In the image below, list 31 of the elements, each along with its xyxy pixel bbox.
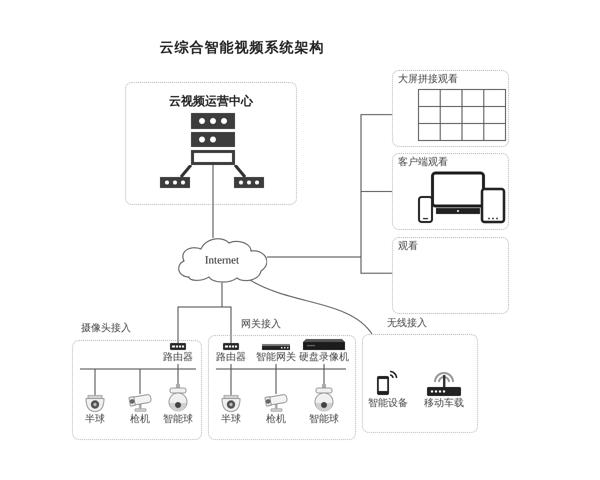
device-label: 智能网关 (256, 352, 296, 364)
panel-heading: 网关接入 (241, 319, 281, 331)
connector-line (230, 364, 232, 396)
device-label: 路由器 (163, 352, 193, 364)
panel-heading: 摄像头接入 (81, 323, 131, 335)
connector-line (212, 164, 214, 238)
group-panel (392, 70, 509, 147)
device-label: 半球 (221, 414, 241, 426)
group-panel (392, 153, 509, 230)
device-label: 硬盘录像机 (299, 352, 349, 364)
device-label: 智能球 (309, 414, 339, 426)
group-panel (392, 237, 509, 314)
device-label: 智能球 (163, 414, 193, 426)
device-label: 枪机 (266, 414, 286, 426)
device-label: 移动车载 (424, 398, 464, 410)
cloud-label: Internet (204, 254, 240, 267)
panel-heading: 观看 (398, 241, 418, 253)
server-rack-drawing (191, 113, 235, 165)
diagram-title: 云综合智能视频系统架构 (160, 40, 324, 57)
connector-line (266, 256, 392, 274)
panel-heading: 云视频运营中心 (169, 94, 253, 108)
group-panel (125, 82, 297, 205)
device-label: 路由器 (216, 352, 246, 364)
device-label: 智能设备 (368, 398, 408, 410)
connector-line (250, 280, 372, 334)
device-label: 枪机 (130, 414, 150, 426)
connector-line (222, 282, 232, 344)
panel-heading: 大屏拼接观看 (398, 74, 458, 86)
panel-heading: 客户端观看 (398, 157, 448, 169)
panel-heading: 无线接入 (387, 318, 427, 330)
device-label: 半球 (85, 414, 105, 426)
